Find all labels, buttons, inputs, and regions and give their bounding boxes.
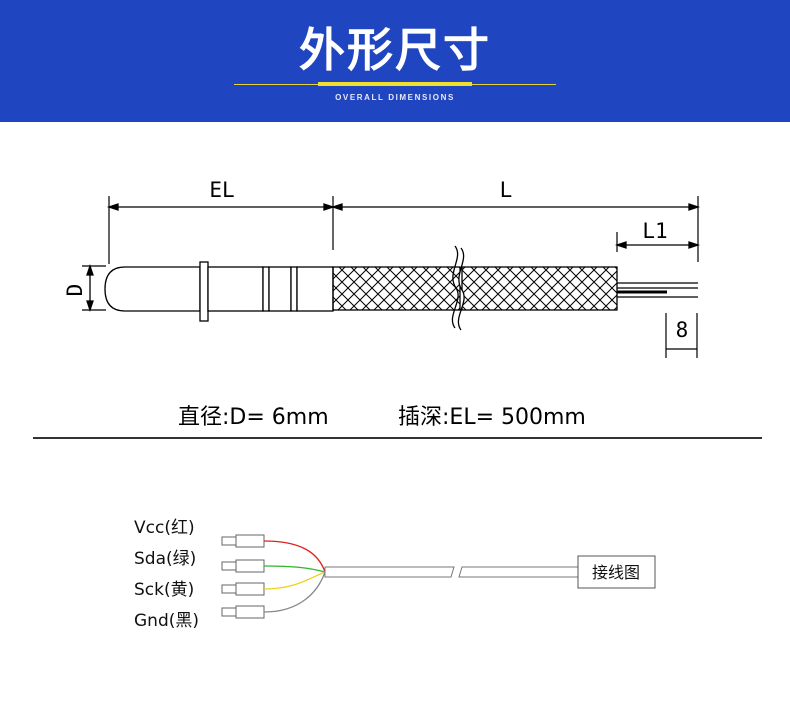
dimension-label-d: D (63, 284, 87, 297)
wiring-cable (324, 566, 579, 578)
braided-cable (332, 245, 618, 331)
wiring-diagram-label: 接线图 (592, 563, 640, 582)
title-underline-accent (318, 82, 472, 86)
caption-insertion-depth: 插深:EL= 500mm (398, 405, 586, 430)
wire-label-sck: Sck(黄) (134, 580, 194, 600)
wiring-diagram-label-box (577, 555, 656, 589)
wire-label-sda: Sda(绿) (134, 549, 196, 569)
dimension-label-l: L (500, 178, 513, 202)
caption-diameter: 直径:D= 6mm (178, 405, 329, 430)
dimension-label-8: 8 (676, 318, 689, 342)
page-title: 外形尺寸 (299, 23, 491, 77)
page-subtitle: OVERALL DIMENSIONS (335, 93, 455, 102)
lead-wires (617, 282, 698, 298)
extension-lines (82, 196, 699, 358)
wire-sck (263, 571, 326, 590)
wiring-diagram: Vcc(红) Sda(绿) Sck(黄) Gnd(黑) 接线图 (134, 518, 656, 631)
header-banner: 外形尺寸 OVERALL DIMENSIONS (0, 0, 790, 122)
dimension-lines (86, 203, 701, 350)
wire-gnd (263, 571, 326, 613)
wire-sda (263, 565, 326, 573)
wire-label-vcc: Vcc(红) (134, 518, 195, 538)
wire-label-gnd: Gnd(黑) (134, 611, 199, 631)
dimension-label-el: EL (209, 178, 234, 202)
dimension-label-l1: L1 (642, 219, 667, 243)
wire-vcc (263, 540, 326, 573)
wire-terminals (221, 534, 265, 619)
probe-body (104, 261, 334, 322)
